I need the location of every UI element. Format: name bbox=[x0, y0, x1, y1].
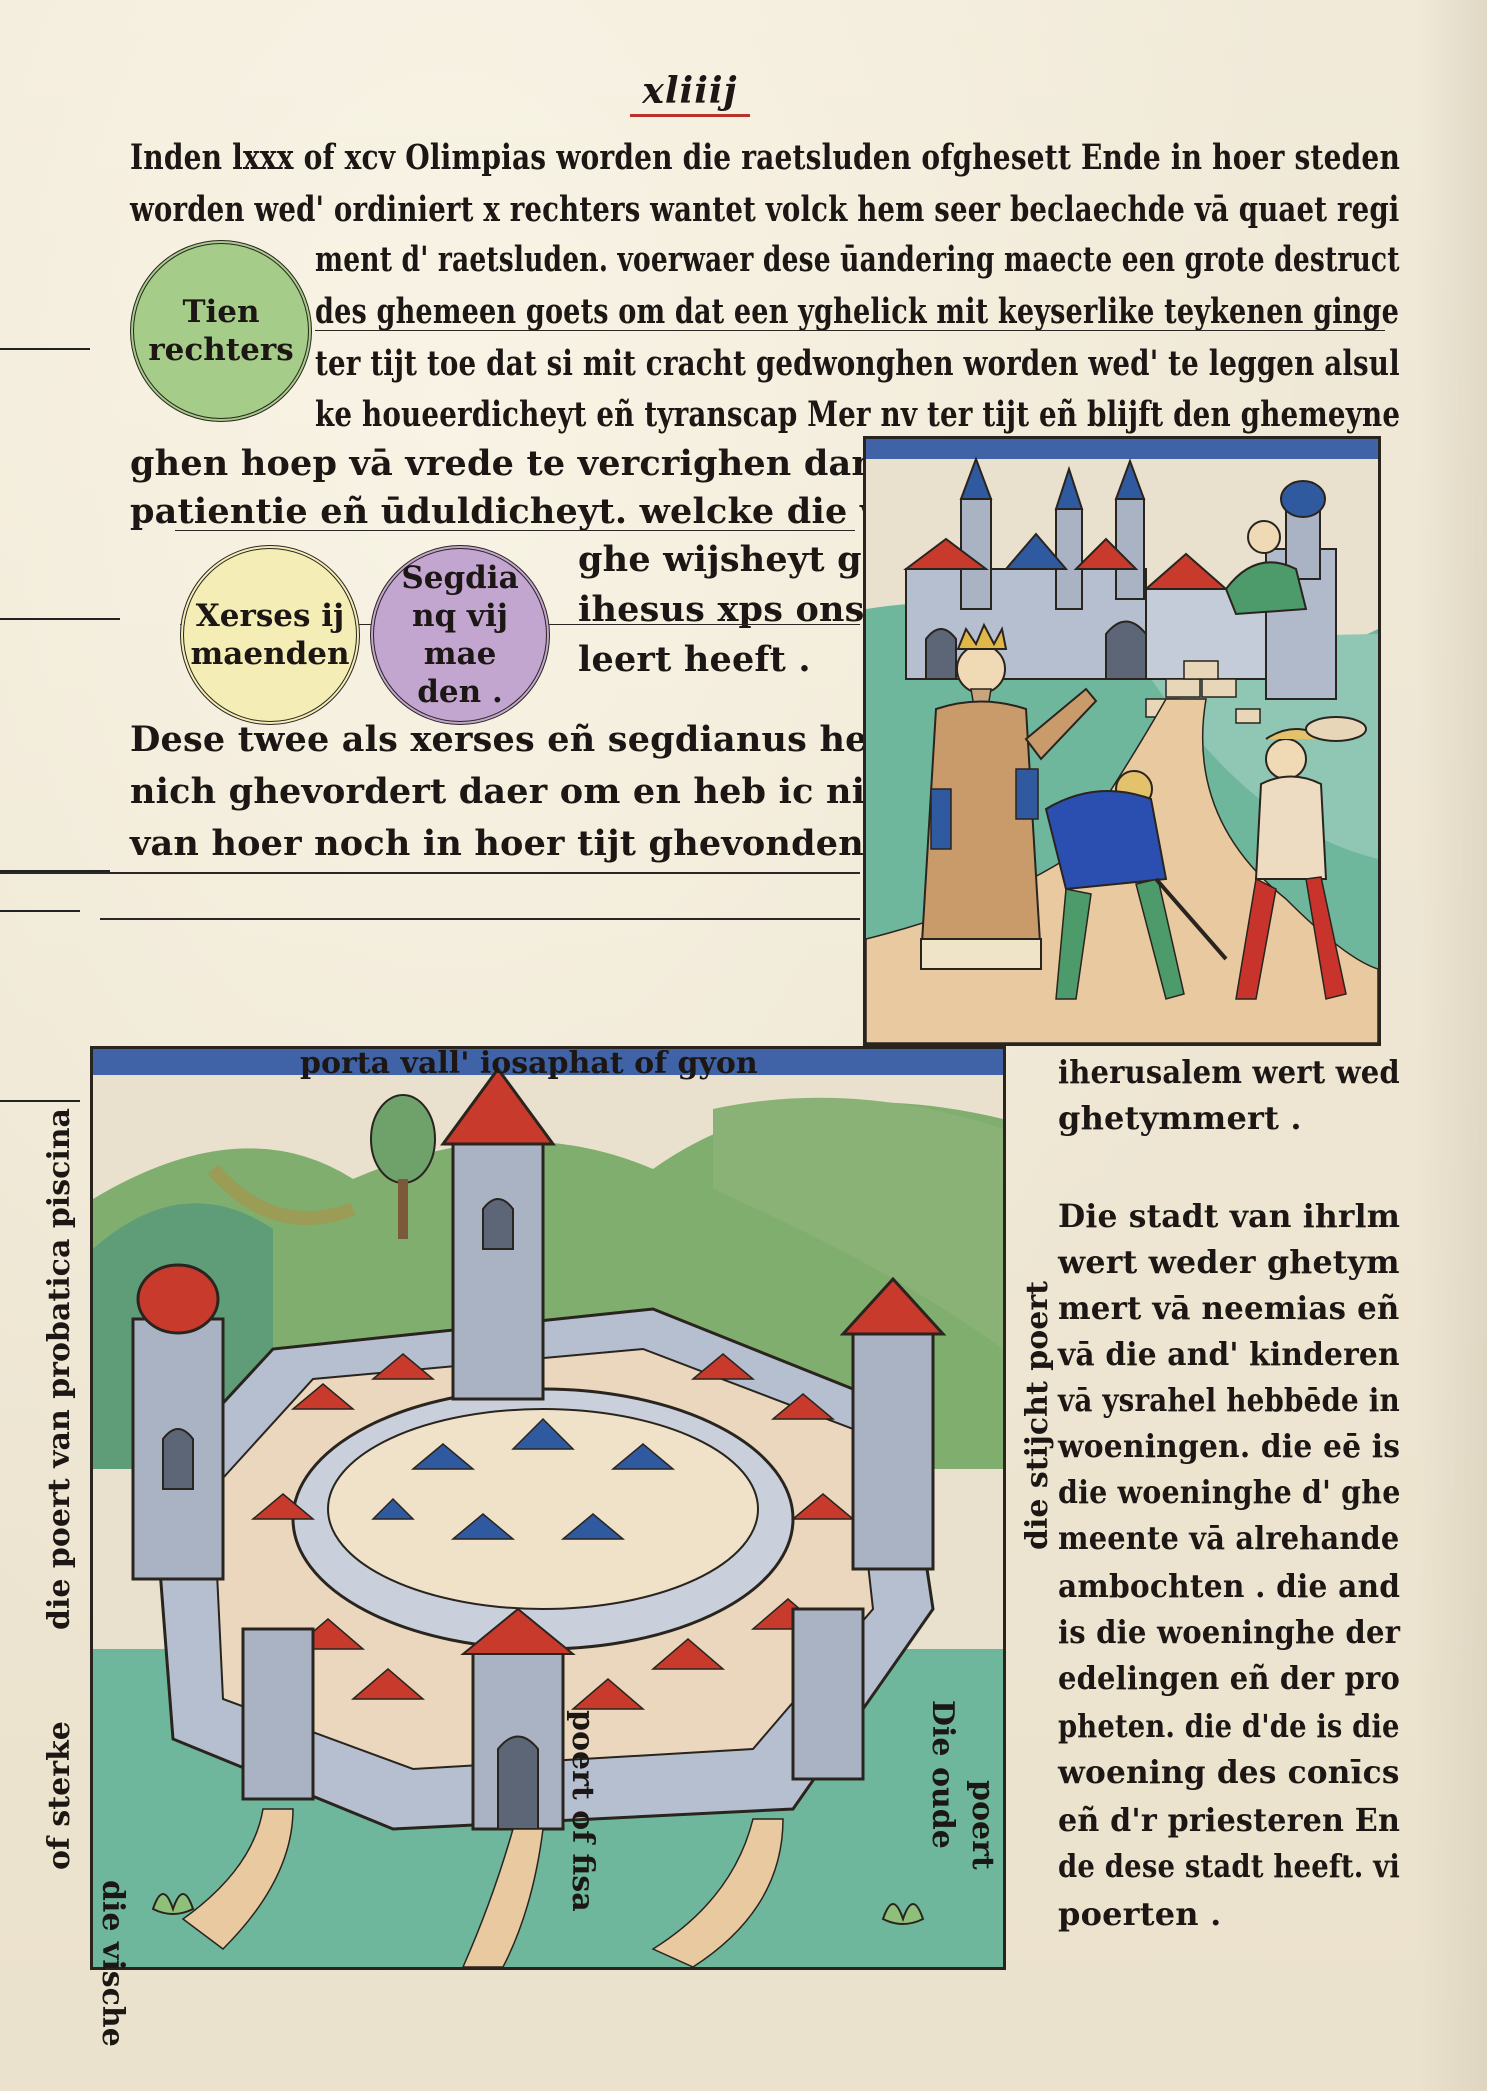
text-line: vā ysrahel hebbēde in bbox=[1058, 1381, 1400, 1419]
text-line: iherusalem wert wed bbox=[1058, 1053, 1400, 1091]
woodcut-king-builders bbox=[863, 436, 1381, 1046]
text-line: van hoer noch in hoer tijt ghevonden . bbox=[130, 823, 889, 864]
text-line: die woeninghe d' ghe bbox=[1058, 1473, 1401, 1511]
margin-line bbox=[0, 618, 120, 620]
text-line: eñ d'r priesteren En bbox=[1058, 1801, 1401, 1839]
margin-line bbox=[0, 910, 80, 912]
rule bbox=[0, 872, 860, 874]
text-line: wert weder ghetym bbox=[1058, 1243, 1400, 1281]
woodcut-king-builders-art bbox=[866, 439, 1378, 1043]
text-line: meente vā alrehande bbox=[1058, 1519, 1400, 1557]
woodcut-jerusalem-art bbox=[93, 1049, 1003, 1967]
rule bbox=[175, 530, 855, 531]
label-vische-poert: die vische bbox=[95, 1880, 130, 2047]
margin-line bbox=[0, 348, 90, 350]
text-line: edelingen eñ der pro bbox=[1058, 1659, 1400, 1697]
rule bbox=[100, 918, 860, 920]
text-line: ambochten . die and bbox=[1058, 1567, 1401, 1605]
text-line: ke houeerdicheyt eñ tyranscap Mer nv ter… bbox=[315, 394, 1401, 435]
woodcut-jerusalem bbox=[90, 1046, 1006, 1970]
text-line: woeningen. die eē is bbox=[1058, 1427, 1401, 1465]
label-sterke: of sterke bbox=[42, 1721, 77, 1870]
folio-number: xliiij bbox=[630, 70, 750, 117]
text-line: des ghemeen goets om dat een yghelick mi… bbox=[315, 291, 1399, 332]
text-line: leert heeft . bbox=[578, 639, 811, 680]
text-line: ghetymmert . bbox=[1058, 1099, 1302, 1137]
label-porta-iosaphat: porta vall' iosaphat of gyon bbox=[300, 1046, 758, 1081]
text-line: poerten . bbox=[1058, 1895, 1222, 1933]
rule bbox=[315, 330, 1385, 331]
text-line: de dese stadt heeft. vi bbox=[1058, 1847, 1400, 1885]
margin-line bbox=[0, 1100, 80, 1102]
label-fisa-poert: poert of fisa bbox=[565, 1710, 600, 1912]
text-line: mert vā neemias eñ bbox=[1058, 1289, 1400, 1327]
margin-line bbox=[0, 870, 110, 872]
text-line: worden wed' ordiniert x rechters wantet … bbox=[130, 189, 1400, 230]
label-oude-poert: Die oude bbox=[925, 1700, 960, 1849]
text-line: woening des conīcs bbox=[1058, 1753, 1400, 1791]
text-line: vā die and' kinderen bbox=[1058, 1335, 1400, 1373]
circle-xerses: Xerses ij maenden bbox=[180, 545, 360, 725]
label-stijcht-poert: die stijcht poert bbox=[1020, 1280, 1055, 1550]
text-line: Die stadt van ihrlm bbox=[1058, 1197, 1401, 1235]
text-line: is die woeninghe der bbox=[1058, 1613, 1401, 1651]
circle-segdianus: Segdia nq vij mae den . bbox=[370, 545, 550, 725]
text-line: ment d' raetsluden. voerwaer dese ūander… bbox=[315, 239, 1400, 280]
text-line: ter tijt toe dat si mit cracht gedwonghe… bbox=[315, 343, 1400, 384]
circle-tien-rechters: Tien rechters bbox=[130, 240, 312, 422]
label-probatica: die poert van probatica piscina bbox=[42, 1108, 77, 1630]
page-edge-shadow bbox=[1417, 0, 1487, 2091]
text-line: Inden lxxx of xcv Olimpias worden die ra… bbox=[130, 137, 1401, 178]
text-line: pheten. die d'de is die bbox=[1058, 1707, 1400, 1745]
label-oude-poert-2: poert bbox=[965, 1780, 1000, 1870]
